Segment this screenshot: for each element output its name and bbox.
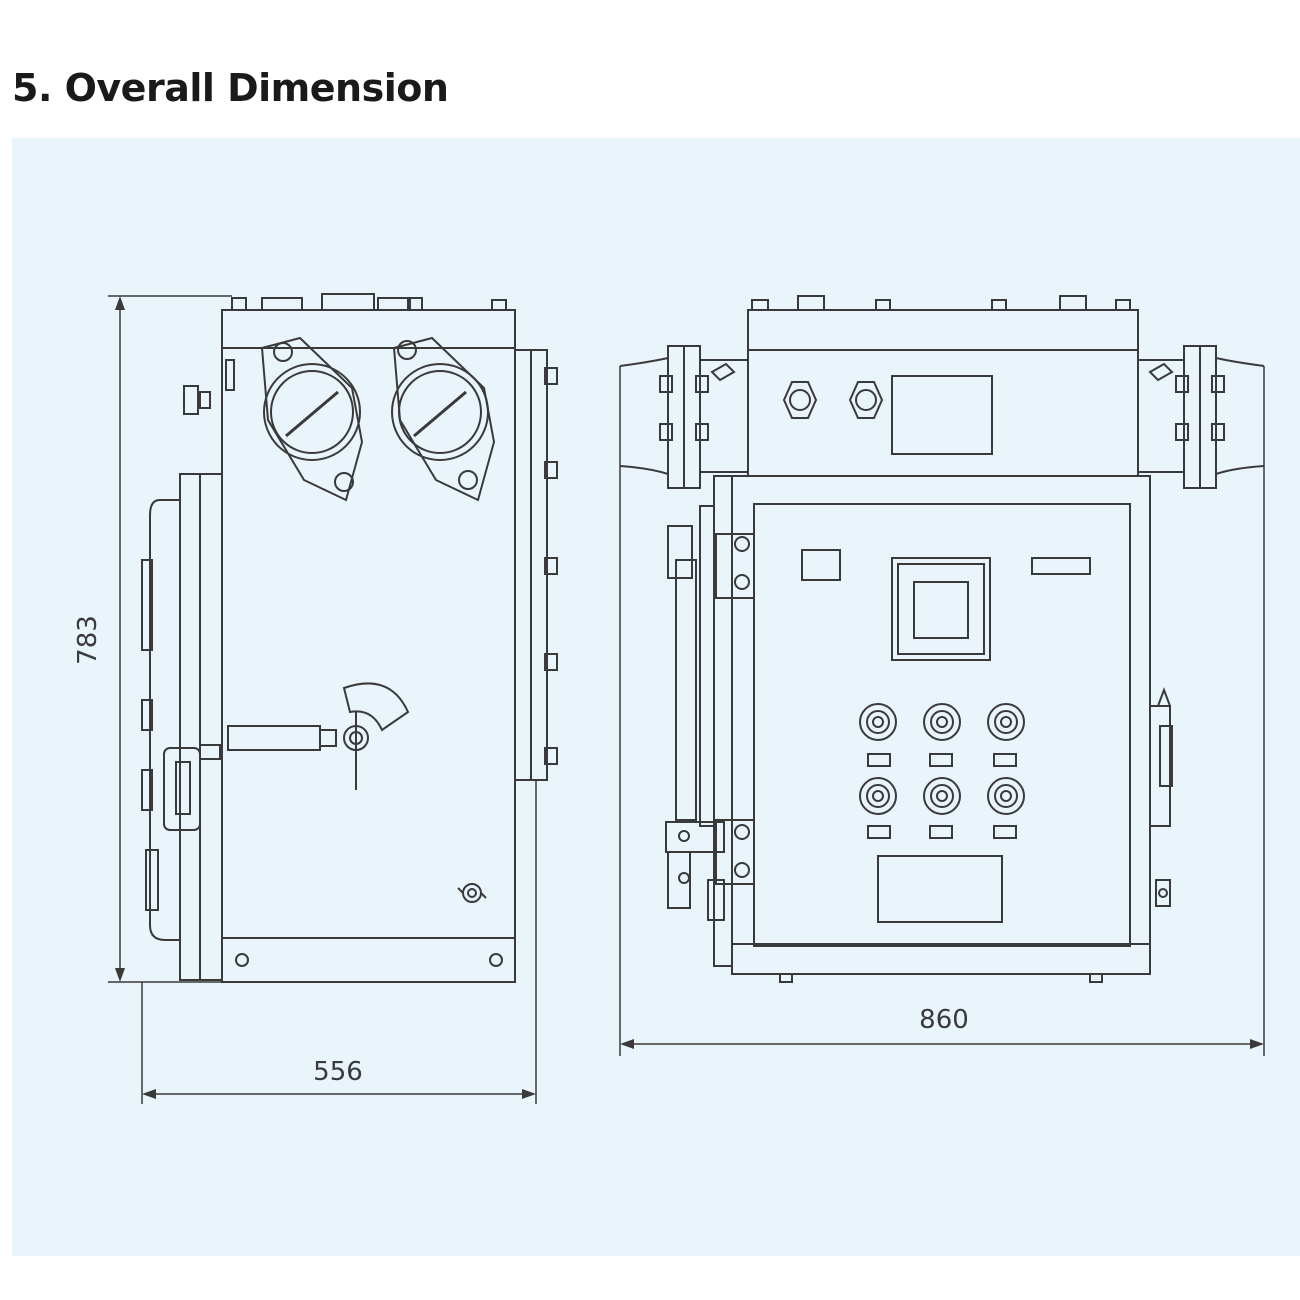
cable-gland-left	[260, 336, 364, 502]
side-width-dimension-label: 556	[313, 1057, 363, 1087]
height-dimension-label: 783	[73, 615, 103, 665]
front-view-hinge	[665, 475, 755, 967]
cable-gland-right	[391, 336, 496, 502]
page-title: 5. Overall Dimension	[12, 66, 449, 110]
dimension-drawing: 783 556 860	[12, 138, 1300, 1256]
left-pipe-connector	[619, 345, 748, 489]
panel-background	[12, 138, 1300, 1256]
dimension-arrows	[115, 296, 1264, 1099]
front-view	[619, 295, 1265, 983]
knob-row-2	[859, 777, 1025, 839]
front-view-latch	[1149, 687, 1173, 907]
right-pipe-connector	[1138, 345, 1265, 489]
front-nameplate-bottom	[877, 855, 1003, 923]
dimension-lines	[108, 295, 1265, 1104]
drawing-panel: 783 556 860	[12, 138, 1300, 1256]
front-width-dimension-label: 860	[919, 1005, 969, 1035]
front-nameplate-top	[891, 375, 993, 455]
front-view-door	[753, 503, 1131, 947]
side-view-handle	[163, 682, 410, 831]
display-window	[891, 557, 991, 661]
knob-row-1	[859, 703, 1025, 767]
side-view	[141, 293, 558, 983]
